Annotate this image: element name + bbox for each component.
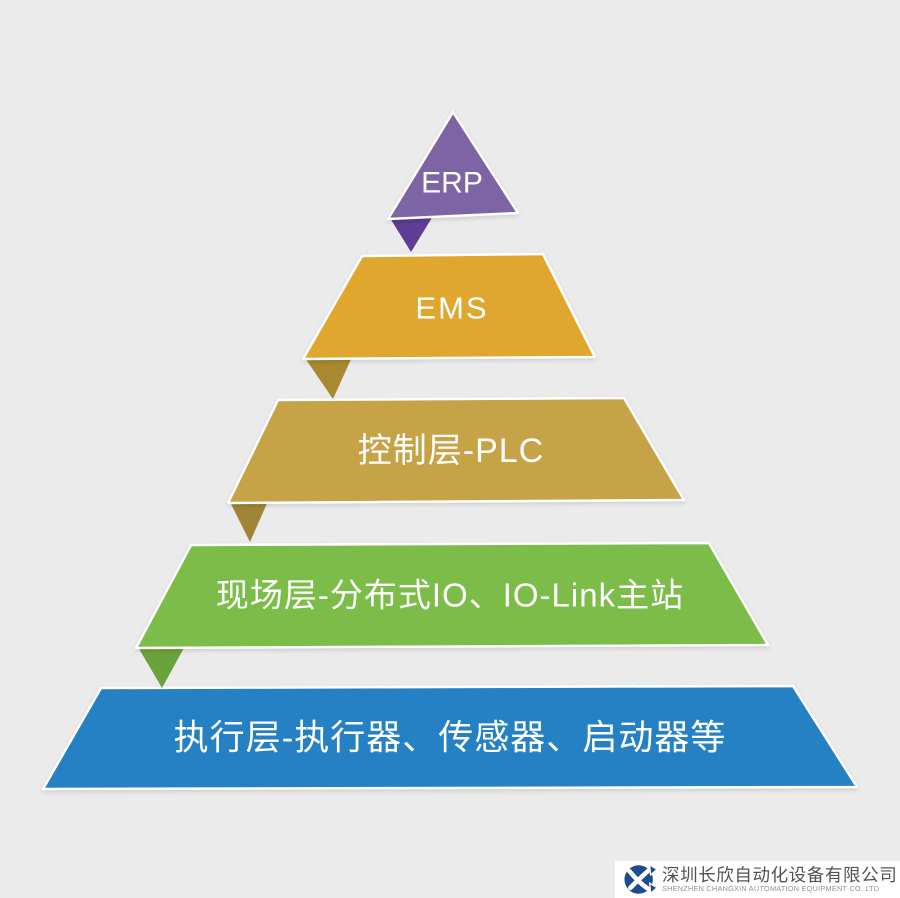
level-label-field: 现场层-分布式IO、IO-Link主站 xyxy=(216,577,684,614)
pyramid-level-plc xyxy=(226,396,686,505)
level-field-fold xyxy=(138,646,185,688)
pyramid-level-exec xyxy=(41,684,859,791)
pyramid-level-erp xyxy=(386,110,520,221)
cx-swoosh-logo-icon xyxy=(624,863,657,895)
level-label-exec: 执行层-执行器、传感器、启动器等 xyxy=(174,719,727,758)
pyramid-level-ems xyxy=(301,252,597,361)
level-label-ems: EMS xyxy=(415,291,488,326)
company-name-en: SHENZHEN CHANGXIN AUTOMATION EQUIPMENT C… xyxy=(662,884,880,894)
level-erp-fold xyxy=(390,216,433,252)
level-ems-fold xyxy=(305,357,352,399)
level-label-plc: 控制层-PLC xyxy=(358,432,544,470)
company-logo: 深圳长欣自动化设备有限公司 SHENZHEN CHANGXIN AUTOMATI… xyxy=(615,861,900,898)
company-name-cn: 深圳长欣自动化设备有限公司 xyxy=(662,865,898,886)
pyramid-level-field xyxy=(134,541,770,650)
company-name-block: 深圳长欣自动化设备有限公司 SHENZHEN CHANGXIN AUTOMATI… xyxy=(662,866,897,893)
level-label-erp: ERP xyxy=(421,167,483,200)
level-plc-fold xyxy=(230,501,268,542)
